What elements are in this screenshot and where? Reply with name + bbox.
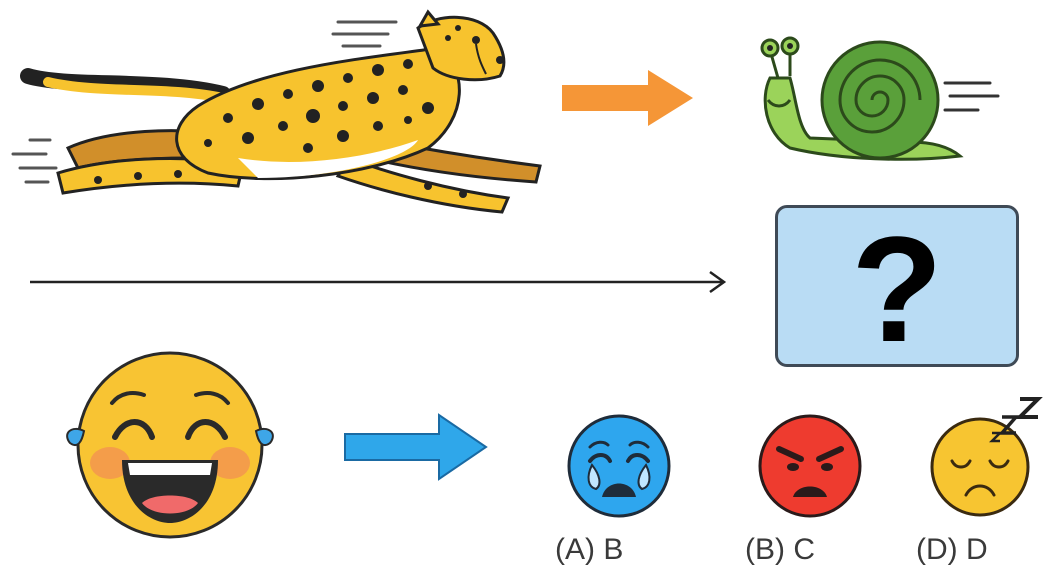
option-a-label: (A) B: [555, 533, 624, 566]
option-b-label: (B) C: [745, 533, 815, 566]
cheetah-image: [8, 8, 558, 214]
question-box: ?: [775, 205, 1019, 367]
option-a-crying-face-icon[interactable]: [566, 413, 672, 519]
option-b-angry-face-icon[interactable]: [757, 413, 863, 519]
blue-arrow-icon: [343, 412, 488, 482]
option-d-sleepy-face-icon[interactable]: [930, 395, 1043, 519]
orange-arrow-icon: [560, 68, 695, 128]
question-mark: ?: [851, 205, 943, 373]
laughing-face-icon: [60, 345, 280, 545]
option-d-label: (D) D: [916, 533, 988, 566]
long-arrow-icon: [30, 270, 730, 294]
snail-image: [750, 36, 1005, 168]
